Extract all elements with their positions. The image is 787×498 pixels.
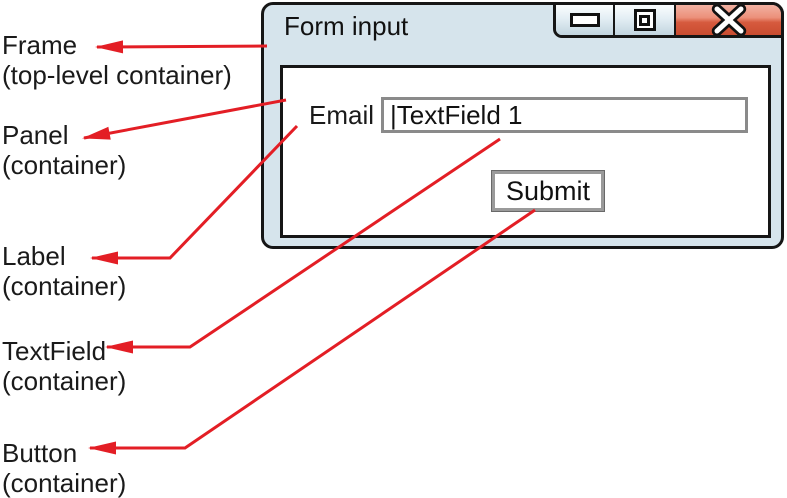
close-button[interactable] xyxy=(674,5,781,35)
submit-button[interactable]: Submit xyxy=(492,171,604,211)
annotation-label: Label (container) xyxy=(2,241,126,301)
annotation-term: TextField xyxy=(2,336,107,366)
annotation-frame: Frame (top-level container) xyxy=(2,30,232,90)
window-frame: Form input Email |TextField 1 xyxy=(261,2,784,249)
textfield-value: |TextField 1 xyxy=(390,100,523,130)
annotation-qualifier: (container) xyxy=(2,468,127,498)
annotation-qualifier: (container) xyxy=(2,366,127,396)
annotation-qualifier: (container) xyxy=(2,271,127,301)
minimize-icon xyxy=(569,13,600,27)
annotation-term: Label xyxy=(2,241,66,271)
annotation-qualifier: (container) xyxy=(2,150,127,180)
annotation-qualifier: (top-level container) xyxy=(2,60,232,90)
email-textfield[interactable]: |TextField 1 xyxy=(381,97,748,133)
email-label: Email xyxy=(309,100,375,130)
annotation-term: Panel xyxy=(2,120,69,150)
annotation-button: Button (container) xyxy=(2,438,126,498)
maximize-icon xyxy=(633,9,656,31)
annotation-term: Button xyxy=(2,438,78,468)
minimize-button[interactable] xyxy=(556,5,613,35)
submit-button-label: Submit xyxy=(505,175,591,206)
annotation-panel: Panel (container) xyxy=(2,120,126,180)
window-controls xyxy=(553,2,784,38)
annotation-textfield: TextField (container) xyxy=(2,336,126,396)
annotation-term: Frame xyxy=(2,30,78,60)
form-panel: Email |TextField 1 Submit xyxy=(280,65,771,238)
close-icon xyxy=(711,5,746,35)
maximize-button[interactable] xyxy=(613,5,674,35)
window-title: Form input xyxy=(284,11,409,41)
